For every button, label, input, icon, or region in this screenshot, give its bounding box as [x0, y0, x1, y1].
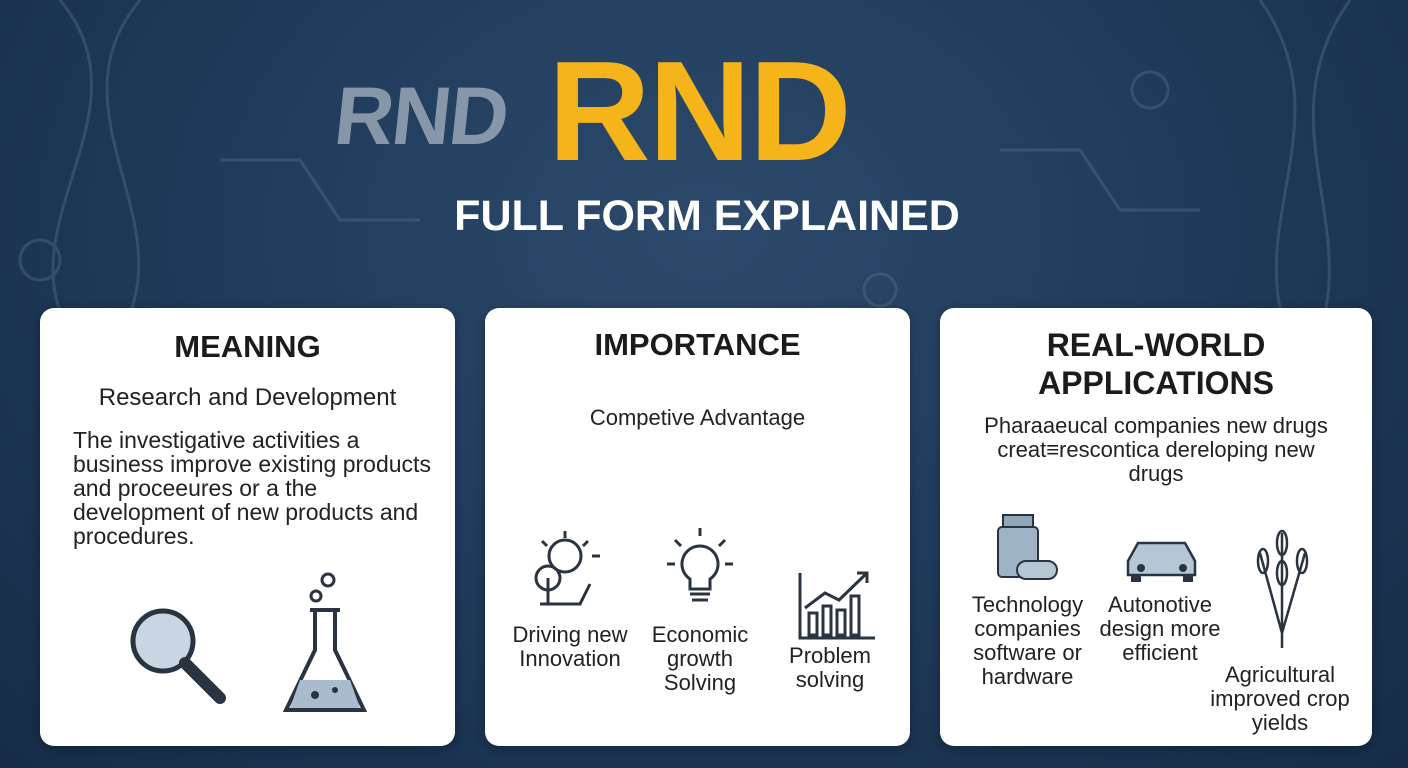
card-subheading: Research and Development — [98, 384, 397, 411]
item-label: Technology companies software or hardwar… — [971, 592, 1084, 689]
importance-card: IMPORTANCE Competive Advantage Driving n… — [485, 308, 910, 746]
card-subheading: Pharaaeucal companies new drugs creat≡re… — [984, 413, 1328, 486]
growth-chart-icon — [798, 571, 875, 640]
card-heading: MEANING — [174, 329, 321, 364]
item-label: Economic growth Solving — [651, 622, 749, 695]
medicine-bottle-icon — [997, 514, 1058, 580]
page-subtitle: FULL FORM EXPLAINED — [454, 192, 960, 240]
magnifying-glass-icon — [130, 608, 226, 704]
meaning-card: MEANING Research and Development The inv… — [40, 308, 455, 746]
item-label: Autonotive design more efficient — [1099, 592, 1221, 665]
flask-icon — [282, 572, 368, 712]
idea-hand-icon — [534, 531, 600, 606]
card-subheading: Competive Advantage — [589, 405, 806, 430]
item-label: Problem solving — [789, 643, 871, 692]
item-label: Agricultural improved crop yields — [1210, 662, 1350, 735]
card-heading: REAL-WORLD APPLICATIONS — [1038, 327, 1274, 401]
wheat-icon — [1256, 529, 1309, 648]
lightbulb-icon — [667, 528, 733, 602]
glitch-logo-text: RND — [330, 71, 512, 162]
card-body: The investigative activities a business … — [73, 427, 431, 549]
applications-card: REAL-WORLD APPLICATIONS Pharaaeucal comp… — [940, 308, 1372, 746]
item-label: Driving new Innovation — [512, 622, 628, 671]
card-heading: IMPORTANCE — [594, 327, 801, 362]
car-icon — [1126, 541, 1197, 582]
page-title: RND — [548, 32, 852, 191]
